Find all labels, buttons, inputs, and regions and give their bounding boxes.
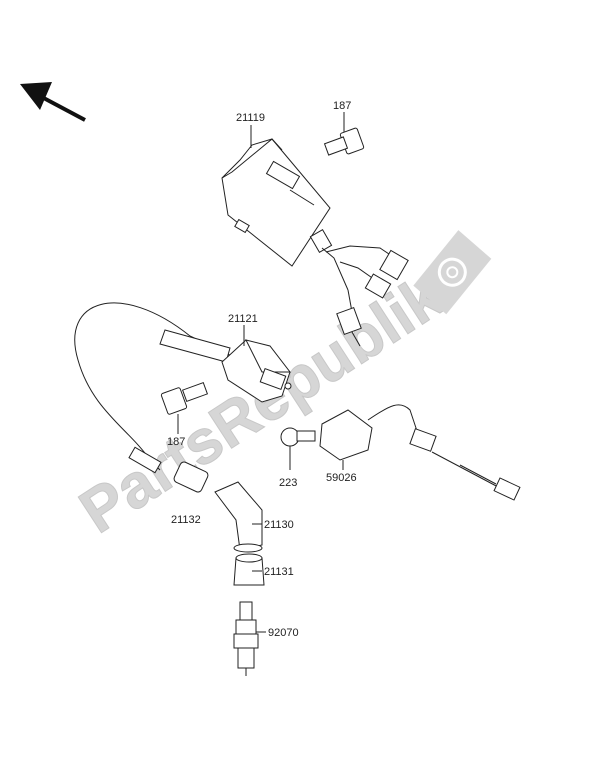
label-187-top: 187 xyxy=(333,100,351,112)
screw-drawing xyxy=(280,427,316,447)
label-21121: 21121 xyxy=(228,313,258,325)
spark-plug-drawing xyxy=(233,601,259,676)
sensor-drawing xyxy=(319,404,521,501)
label-21130: 21130 xyxy=(264,519,294,531)
label-59026: 59026 xyxy=(326,472,357,484)
part-labels: 21119 187 21121 187 223 59026 21132 2113… xyxy=(167,100,357,639)
label-21119: 21119 xyxy=(236,112,265,124)
ignition-unit-drawing xyxy=(221,138,409,347)
label-21131: 21131 xyxy=(264,566,294,578)
ignition-coil-drawing xyxy=(159,329,292,403)
plug-cap-drawing xyxy=(214,481,263,553)
label-187-lower: 187 xyxy=(167,436,185,448)
label-92070: 92070 xyxy=(268,627,299,639)
bolt-top-drawing xyxy=(323,127,365,156)
label-21132: 21132 xyxy=(171,514,201,526)
label-223: 223 xyxy=(279,477,297,489)
gear-icon xyxy=(413,230,492,315)
plug-boot-drawing xyxy=(233,553,265,586)
bolt-coil-drawing xyxy=(160,381,209,415)
arrow-up-left-icon xyxy=(20,82,86,122)
cap-sleeve-drawing xyxy=(128,446,209,493)
